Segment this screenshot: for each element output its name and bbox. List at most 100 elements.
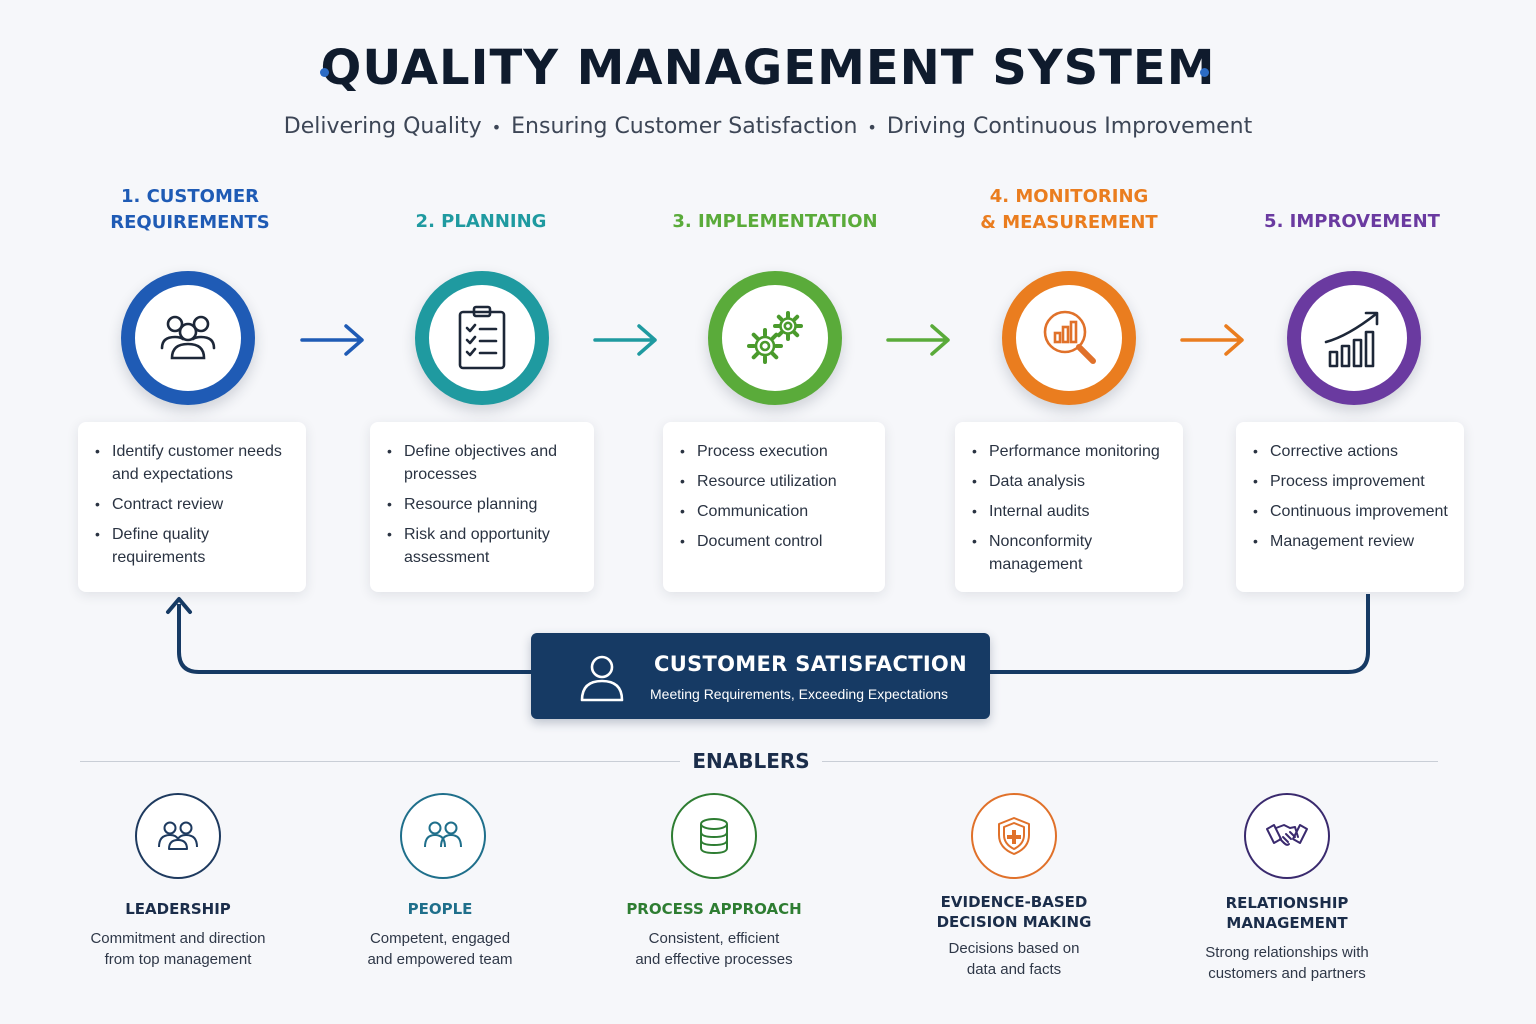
step-3-card: Process execution Resource utilization C… — [663, 422, 885, 592]
enabler-name-line: PEOPLE — [407, 900, 473, 918]
enabler-desc-line: data and facts — [966, 961, 1062, 978]
handshake-icon — [1266, 824, 1308, 846]
magnifier-chart-icon — [1043, 310, 1096, 364]
divider — [80, 761, 680, 762]
enabler-name-line: MANAGEMENT — [1226, 914, 1348, 932]
subtitle: Delivering Quality • Ensuring Customer Sat… — [0, 114, 1536, 139]
enabler-relationship-name: RELATIONSHIP MANAGEMENT — [1157, 893, 1417, 933]
list-item: Performance monitoring — [972, 440, 1171, 463]
title-dot-left — [320, 68, 329, 77]
enabler-process-circle — [671, 793, 757, 879]
enabler-people-desc: Competent, engaged and empowered team — [310, 928, 570, 970]
enabler-desc-line: from top management — [104, 951, 252, 968]
step-2-ring — [415, 271, 549, 405]
list-item: Corrective actions — [1253, 440, 1452, 463]
enabler-leadership-desc: Commitment and direction from top manage… — [48, 928, 308, 970]
step-2-title: 2. PLANNING — [351, 209, 611, 235]
step-1-card: Identify customer needs and expectations… — [78, 422, 306, 592]
step-5-card: Corrective actions Process improvement C… — [1236, 422, 1464, 592]
enabler-name-line: EVIDENCE-BASED — [940, 893, 1088, 911]
list-item: Resource planning — [387, 493, 582, 516]
list-item: Internal audits — [972, 500, 1171, 523]
step-4-card: Performance monitoring Data analysis Int… — [955, 422, 1183, 592]
enabler-desc-line: Consistent, efficient — [648, 930, 780, 947]
enabler-desc-line: and empowered team — [367, 951, 513, 968]
list-item: Data analysis — [972, 470, 1171, 493]
step-1-title: 1. CUSTOMER REQUIREMENTS — [60, 184, 320, 236]
team-icon — [424, 821, 462, 848]
enabler-evidence-name: EVIDENCE-BASED DECISION MAKING — [884, 892, 1144, 932]
database-icon — [700, 818, 728, 855]
subtitle-separator: • — [867, 117, 877, 137]
shield-icon — [998, 817, 1030, 855]
step-5-ring — [1287, 271, 1421, 405]
step-2-card: Define objectives and processes Resource… — [370, 422, 594, 592]
enabler-desc-line: Strong relationships with — [1205, 944, 1369, 961]
enabler-name-line: RELATIONSHIP — [1225, 894, 1349, 912]
step-3-title: 3. IMPLEMENTATION — [645, 209, 905, 235]
enabler-desc-line: customers and partners — [1208, 965, 1366, 982]
growth-chart-icon — [1324, 311, 1379, 368]
step-4-ring — [1002, 271, 1136, 405]
enabler-name-line: LEADERSHIP — [125, 900, 231, 918]
enabler-desc-line: Commitment and direction — [90, 930, 266, 947]
enabler-desc-line: and effective processes — [635, 951, 793, 968]
step-title-line: REQUIREMENTS — [110, 212, 270, 233]
subtitle-part: Ensuring Customer Satisfaction — [511, 114, 858, 139]
list-item: Document control — [680, 530, 873, 553]
flow-arrow — [1178, 320, 1248, 365]
flow-arrow — [298, 320, 368, 365]
enabler-leadership-name: LEADERSHIP — [48, 899, 308, 919]
leadership-people-icon — [158, 821, 198, 850]
enabler-people-circle — [400, 793, 486, 879]
enabler-relationship-circle — [1244, 793, 1330, 879]
customer-satisfaction-subtitle: Meeting Requirements, Exceeding Expectat… — [650, 686, 949, 702]
step-title-line: 3. IMPLEMENTATION — [672, 211, 878, 232]
list-item: Resource utilization — [680, 470, 873, 493]
people-group-icon — [160, 315, 216, 360]
enabler-name-line: PROCESS APPROACH — [626, 900, 802, 918]
list-item: Define objectives and processes — [387, 440, 582, 486]
enabler-evidence-desc: Decisions based on data and facts — [884, 938, 1144, 980]
step-title-line: 4. MONITORING — [989, 186, 1149, 207]
list-item: Continuous improvement — [1253, 500, 1452, 523]
list-item: Identify customer needs and expectations — [95, 440, 294, 486]
enablers-title: ENABLERS — [692, 749, 810, 773]
title-dot-right — [1200, 68, 1209, 77]
enabler-people-name: PEOPLE — [310, 899, 570, 919]
flow-arrow — [591, 320, 661, 365]
step-4-title: 4. MONITORING & MEASUREMENT — [939, 184, 1199, 236]
enabler-name-line: DECISION MAKING — [936, 913, 1092, 931]
enabler-desc-line: Competent, engaged — [369, 930, 511, 947]
subtitle-part: Driving Continuous Improvement — [886, 114, 1253, 139]
person-icon — [578, 652, 626, 707]
enabler-evidence-circle — [971, 793, 1057, 879]
list-item: Communication — [680, 500, 873, 523]
list-item: Contract review — [95, 493, 294, 516]
divider — [822, 761, 1438, 762]
enabler-leadership-circle — [135, 793, 221, 879]
enabler-desc-line: Decisions based on — [948, 940, 1080, 957]
page-title: QUALITY MANAGEMENT SYSTEM — [320, 40, 1216, 96]
enabler-relationship-desc: Strong relationships with customers and … — [1157, 942, 1417, 984]
clipboard-checklist-icon — [458, 305, 506, 370]
list-item: Risk and opportunity assessment — [387, 523, 582, 569]
step-title-line: 2. PLANNING — [415, 211, 547, 232]
gears-icon — [747, 311, 803, 364]
subtitle-part: Delivering Quality — [283, 114, 482, 139]
step-5-title: 5. IMPROVEMENT — [1222, 209, 1482, 235]
list-item: Define quality requirements — [95, 523, 294, 569]
list-item: Process improvement — [1253, 470, 1452, 493]
list-item: Process execution — [680, 440, 873, 463]
list-item: Nonconformity management — [972, 530, 1171, 576]
step-title-line: 1. CUSTOMER — [120, 186, 260, 207]
list-item: Management review — [1253, 530, 1452, 553]
customer-satisfaction-title: CUSTOMER SATISFACTION — [654, 652, 967, 676]
enabler-process-desc: Consistent, efficient and effective proc… — [584, 928, 844, 970]
flow-arrow — [884, 320, 954, 365]
step-title-line: 5. IMPROVEMENT — [1264, 211, 1440, 232]
enabler-process-name: PROCESS APPROACH — [584, 899, 844, 919]
subtitle-separator: • — [491, 117, 502, 137]
step-title-line: & MEASUREMENT — [980, 212, 1158, 233]
